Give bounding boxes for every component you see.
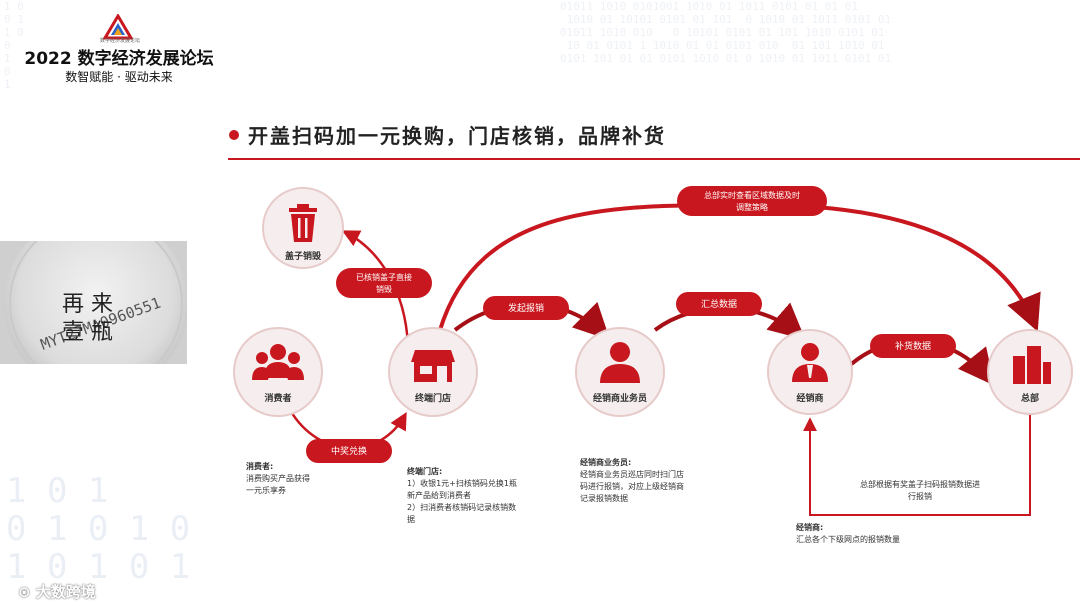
consumer-desc-line: 一元乐享券 xyxy=(246,486,286,495)
node-distributor-label: 经销商 xyxy=(796,392,823,404)
store-desc-line: 据 xyxy=(407,515,415,524)
node-cap-destroy-label: 盖子销毁 xyxy=(285,250,322,262)
store-desc-line: 新产品给到消费者 xyxy=(407,491,471,500)
arc-hq-reimburse xyxy=(803,415,1031,516)
consumer-desc-title: 消费者: xyxy=(246,462,274,471)
salesman-desc-line: 经销商业务员巡店同时扫门店 xyxy=(580,470,684,479)
node-cap-destroy: 盖子销毁 xyxy=(262,187,344,269)
forum-subtitle: 数智赋能 · 驱动未来 xyxy=(65,70,173,84)
pill-prize: 中奖兑换 xyxy=(306,439,392,463)
people-icon xyxy=(252,344,304,380)
building-icon xyxy=(1013,346,1051,384)
pill-hq-view-text-2: 调整策略 xyxy=(736,202,768,212)
pill-initiate-text: 发起报销 xyxy=(508,302,544,314)
salesman-desc-line: 码进行报销，对应上级经销商 xyxy=(580,482,684,491)
pill-summary-text: 汇总数据 xyxy=(701,298,737,310)
node-hq-label: 总部 xyxy=(1021,392,1039,404)
forum-header: 数字经济发展论坛 2022 数字经济发展论坛 数智赋能 · 驱动未来 xyxy=(0,0,230,95)
bottle-cap-photo: MYT27MA0960551 再 来 壹 瓶 xyxy=(0,241,187,364)
consumer-description: 消费者: 消费购买产品获得 一元乐享券 xyxy=(246,461,310,497)
bottle-cap-image: MYT27MA0960551 再 来 壹 瓶 xyxy=(0,241,187,364)
pill-destroyed-text-2: 销毁 xyxy=(376,284,392,294)
node-distributor: 经销商 xyxy=(767,329,853,415)
store-desc-title: 终端门店: xyxy=(407,467,443,476)
store-desc-line: 1）收银1元+扫核销码兑换1瓶 xyxy=(407,479,517,488)
node-store-label: 终端门店 xyxy=(414,392,451,404)
pill-hq-view: 总部实时查看区域数据及时 调整策略 xyxy=(677,186,827,216)
store-description: 终端门店: 1）收银1元+扫核销码兑换1瓶 新产品给到消费者 2）扫消费者核销码… xyxy=(407,466,517,526)
footer-brand-icon: ⊙ xyxy=(18,583,36,601)
trash-icon xyxy=(289,204,317,242)
node-consumer-label: 消费者 xyxy=(264,392,291,404)
pill-summary: 汇总数据 xyxy=(676,292,762,316)
cap-chars-bottom: 壹 瓶 xyxy=(62,320,113,345)
node-consumer: 消费者 xyxy=(233,327,323,417)
pill-destroyed: 已核销盖子直接 销毁 xyxy=(336,268,432,298)
forum-logo-icon xyxy=(103,14,133,40)
businessman-icon xyxy=(792,343,828,382)
background-digits: 1 0 1 0 1 0 1 0 1 0 1 0 1 xyxy=(6,471,191,587)
hq-reimburse-text-1: 总部根据有奖盖子扫码报销数据进 xyxy=(860,479,980,489)
node-store: 终端门店 xyxy=(388,327,478,417)
pill-initiate: 发起报销 xyxy=(483,296,569,320)
logo-small-text: 数字经济发展论坛 xyxy=(99,38,140,44)
salesman-desc-title: 经销商业务员: xyxy=(580,458,632,467)
distributor-description: 经销商: 汇总各个下级网点的报销数量 xyxy=(796,522,900,546)
pill-replenish-text: 补货数据 xyxy=(895,340,931,352)
section-title: 开盖扫码加一元换购，门店核销，品牌补货 xyxy=(248,124,666,148)
node-salesman: 经销商业务员 xyxy=(575,327,665,417)
node-hq: 总部 xyxy=(987,329,1073,415)
footer-brand: ⊙ 大数跨境 xyxy=(18,581,96,602)
salesman-description: 经销商业务员: 经销商业务员巡店同时扫门店 码进行报销，对应上级经销商 记录报销… xyxy=(580,457,684,505)
distributor-desc-line: 汇总各个下级网点的报销数量 xyxy=(796,535,900,544)
hq-reimburse-text-2: 行报销 xyxy=(908,491,932,501)
forum-title: 2022 数字经济发展论坛 xyxy=(24,49,214,69)
node-salesman-label: 经销商业务员 xyxy=(593,392,647,404)
store-desc-line: 2）扫消费者核销码记录核销数 xyxy=(407,503,517,512)
salesman-desc-line: 记录报销数据 xyxy=(580,494,628,503)
storefront-icon xyxy=(411,350,455,382)
distributor-desc-title: 经销商: xyxy=(796,523,824,532)
pill-hq-view-text-1: 总部实时查看区域数据及时 xyxy=(704,190,800,200)
pill-destroyed-text-1: 已核销盖子直接 xyxy=(356,272,412,282)
person-icon xyxy=(600,342,640,383)
footer-brand-text: 大数跨境 xyxy=(35,583,96,601)
pill-prize-text: 中奖兑换 xyxy=(331,445,367,457)
consumer-desc-line: 消费购买产品获得 xyxy=(246,474,310,483)
title-underline xyxy=(228,158,1080,160)
cap-chars-top: 再 来 xyxy=(62,292,113,317)
title-bullet xyxy=(229,130,239,140)
pill-replenish: 补货数据 xyxy=(870,334,956,358)
